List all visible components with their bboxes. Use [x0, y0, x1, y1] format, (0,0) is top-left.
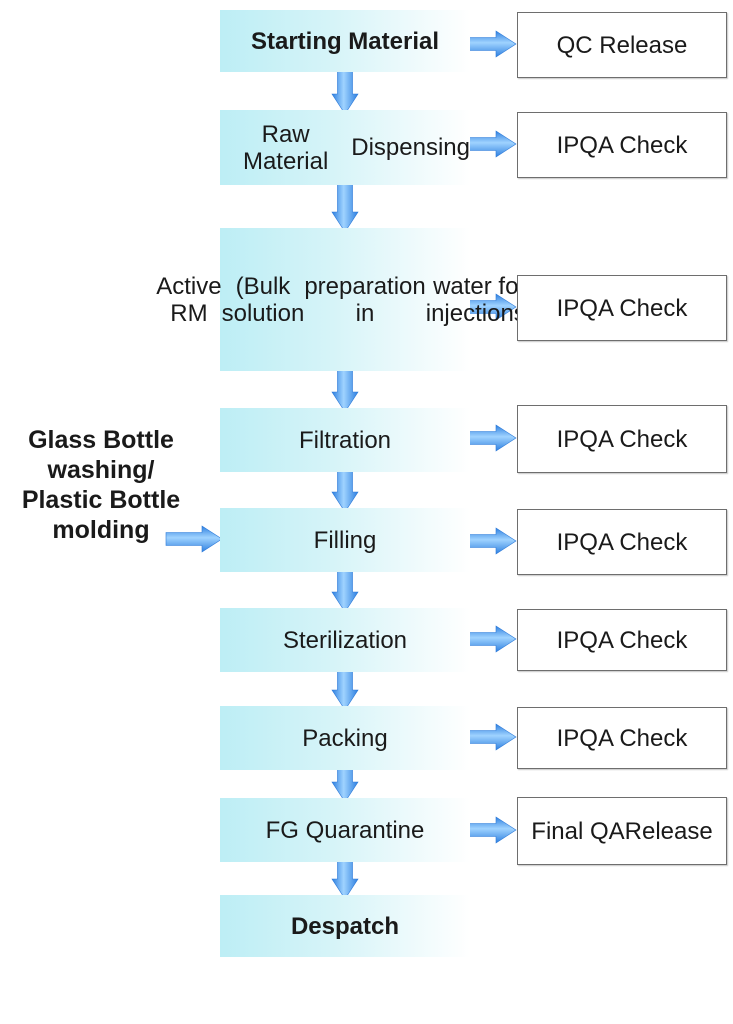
text-line: Release [624, 817, 713, 845]
text-line: Raw Material [242, 120, 329, 175]
right-arrow-5 [461, 527, 517, 555]
check-box-ipqa-check: IPQA Check [517, 275, 727, 341]
text-line: Dispensing [351, 134, 470, 161]
text-line: IPQA Check [556, 425, 688, 453]
text-line: Filtration [298, 426, 392, 454]
check-box-qc-release: QC Release [517, 12, 727, 78]
step-fg-quarantine: FG Quarantine [220, 798, 470, 862]
right-arrow-2 [461, 130, 517, 158]
text-line: Starting Material [250, 27, 440, 55]
text-line: FG Quarantine [265, 816, 425, 844]
text-line: IPQA Check [556, 294, 688, 322]
text-line: Filling [313, 526, 377, 554]
text-line: water for injections) [425, 272, 534, 327]
right-arrow-6 [461, 625, 517, 653]
text-line: Packing [302, 724, 388, 752]
step-packing: Packing [220, 706, 470, 770]
text-line: IPQA Check [556, 131, 688, 159]
text-line: Active RM [156, 272, 222, 327]
step-sterilization: Sterilization [220, 608, 470, 672]
right-arrow-4 [461, 424, 517, 452]
check-box-ipqa-check: IPQA Check [517, 112, 727, 178]
text-line: (Bulk solution [221, 272, 305, 327]
check-box-ipqa-check: IPQA Check [517, 405, 727, 473]
text-line: Final QA [531, 817, 625, 845]
down-arrow-2 [331, 176, 359, 233]
right-arrow-1 [461, 30, 517, 58]
check-box-ipqa-check: IPQA Check [517, 509, 727, 575]
text-line: Despatch [290, 912, 400, 940]
step-raw-material-dispensing: Raw Material Dispensing [220, 110, 470, 185]
text-line: IPQA Check [556, 724, 688, 752]
step-starting-material: Starting Material [220, 10, 470, 72]
check-box-ipqa-check: IPQA Check [517, 609, 727, 671]
text-line: IPQA Check [556, 528, 688, 556]
step-filling: Filling [220, 508, 470, 572]
right-arrow-8 [461, 816, 517, 844]
text-line: QC Release [556, 31, 688, 59]
side-input-label: Glass Bottle washing/ Plastic Bottle mol… [21, 426, 181, 544]
text-line: preparation in [304, 272, 426, 327]
text-line: IPQA Check [556, 626, 688, 654]
step-despatch: Despatch [220, 895, 470, 957]
right-arrow-7 [461, 723, 517, 751]
text-line: Sterilization [282, 626, 408, 654]
check-box-ipqa-check: IPQA Check [517, 707, 727, 769]
step-filtration: Filtration [220, 408, 470, 472]
